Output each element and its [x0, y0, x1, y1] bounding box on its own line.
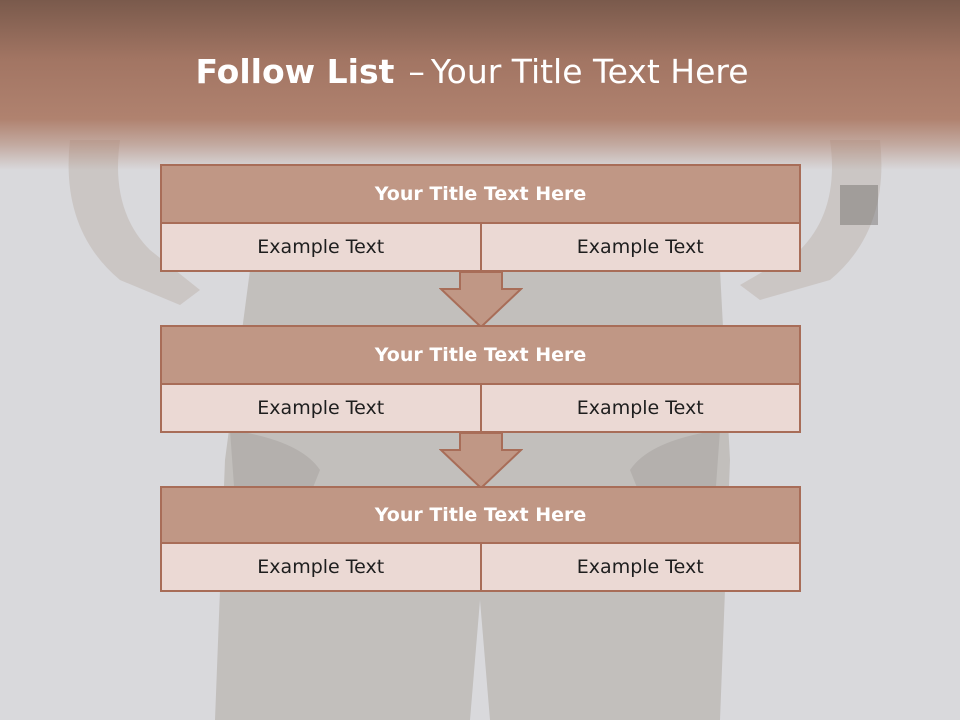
- list-block-3: Your Title Text Here Example Text Exampl…: [160, 486, 801, 592]
- header-band: [0, 0, 960, 170]
- block-cell-right: Example Text: [479, 385, 799, 431]
- block-cell-left: Example Text: [162, 544, 480, 590]
- block-row: Example Text Example Text: [162, 224, 799, 270]
- slide-title: Follow List–Your Title Text Here: [0, 52, 944, 91]
- slide-title-rest: Your Title Text Here: [430, 52, 749, 91]
- down-arrow-icon: [439, 271, 523, 329]
- block-row: Example Text Example Text: [162, 544, 799, 590]
- down-arrow-icon: [439, 432, 523, 490]
- block-row: Example Text Example Text: [162, 385, 799, 431]
- block-cell-right: Example Text: [479, 224, 799, 270]
- slide-title-bold: Follow List: [195, 52, 395, 91]
- block-title: Your Title Text Here: [162, 166, 799, 224]
- slide-title-dash: –: [408, 52, 425, 91]
- block-cell-right: Example Text: [479, 544, 799, 590]
- block-cell-left: Example Text: [162, 385, 480, 431]
- block-cell-left: Example Text: [162, 224, 480, 270]
- block-title: Your Title Text Here: [162, 488, 799, 544]
- block-title: Your Title Text Here: [162, 327, 799, 385]
- list-block-1: Your Title Text Here Example Text Exampl…: [160, 164, 801, 272]
- list-block-2: Your Title Text Here Example Text Exampl…: [160, 325, 801, 433]
